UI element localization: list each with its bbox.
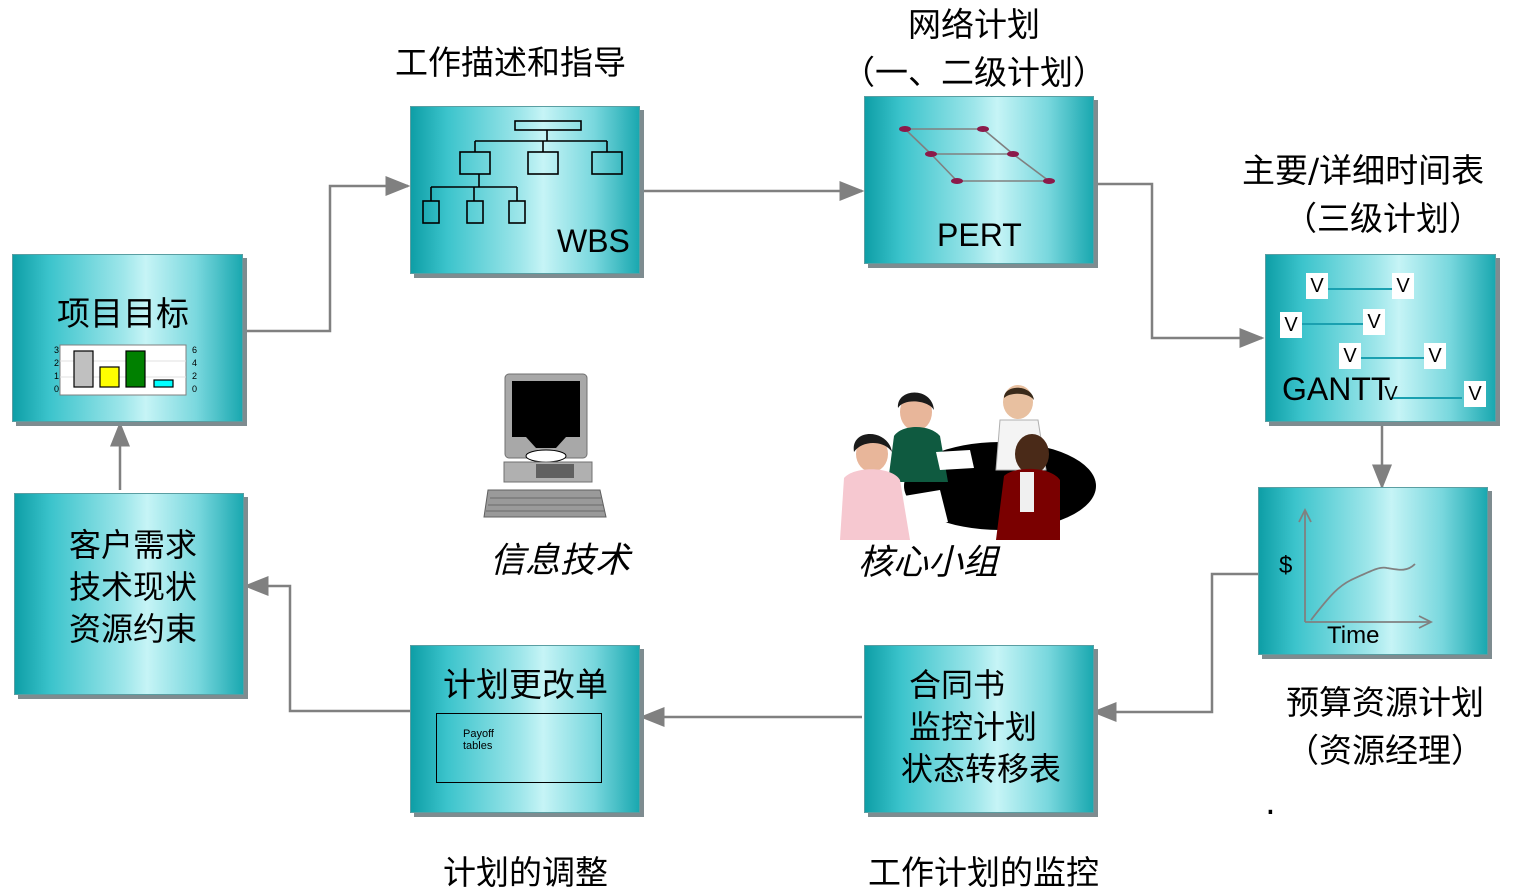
monitor-line: 监控计划 bbox=[909, 708, 1038, 746]
goal-left-axis: 3 2 1 0 bbox=[54, 344, 59, 396]
goal-right-tick: 6 bbox=[192, 345, 198, 355]
payoff-line: Payoff bbox=[463, 728, 494, 740]
monitor-line: 合同书 bbox=[909, 666, 1006, 704]
gantt-marker: V bbox=[1339, 343, 1361, 369]
goal-title: 项目目标 bbox=[57, 294, 189, 333]
dot-mark: . bbox=[1265, 783, 1276, 823]
inputs-line: 资源约束 bbox=[69, 610, 198, 648]
payoff-line: tables bbox=[463, 740, 493, 752]
wbs-heading: 工作描述和指导 bbox=[395, 43, 626, 82]
monitor-text: 合同书 监控计划 状态转移表 bbox=[901, 664, 1061, 790]
pert-heading-line2: （一、二级计划） bbox=[842, 53, 1106, 92]
budget-box: $ Time bbox=[1258, 487, 1488, 655]
gantt-label: GANTT bbox=[1282, 371, 1391, 407]
wbs-label: WBS bbox=[557, 223, 630, 259]
goal-right-tick: 0 bbox=[192, 384, 198, 394]
gantt-box: V V V V V V GANTT V V bbox=[1265, 254, 1496, 422]
goal-left-tick: 2 bbox=[54, 358, 60, 368]
gantt-marker: V bbox=[1306, 273, 1328, 299]
pert-network-icon bbox=[899, 126, 1055, 184]
change-caption: 计划的调整 bbox=[443, 853, 608, 892]
pert-box: PERT bbox=[864, 96, 1094, 264]
goal-left-tick: 3 bbox=[54, 345, 60, 355]
inputs-box: 客户需求 技术现状 资源约束 bbox=[14, 493, 244, 695]
inputs-line: 客户需求 bbox=[69, 526, 198, 564]
pert-heading-line1: 网络计划 bbox=[908, 5, 1040, 44]
goal-right-tick: 4 bbox=[192, 358, 198, 368]
inputs-line: 技术现状 bbox=[69, 568, 198, 606]
wbs-tree-icon bbox=[422, 120, 623, 224]
monitor-box: 合同书 监控计划 状态转移表 bbox=[864, 645, 1094, 813]
monitor-caption: 工作计划的监控 bbox=[868, 853, 1099, 892]
arrow-pert-to-gantt bbox=[1095, 182, 1265, 348]
gantt-marker: V bbox=[1280, 312, 1302, 338]
arrow-budget-to-monitor bbox=[1091, 572, 1258, 722]
goal-right-axis: 6 4 2 0 bbox=[192, 344, 197, 396]
gantt-heading-line1: 主要/详细时间表 bbox=[1242, 151, 1485, 190]
arrow-goal-to-wbs bbox=[243, 176, 411, 333]
gantt-marker: V bbox=[1384, 383, 1398, 405]
change-title: 计划更改单 bbox=[443, 665, 608, 704]
budget-caption-line2: （资源经理） bbox=[1286, 731, 1484, 770]
gantt-marker: V bbox=[1363, 309, 1385, 335]
inputs-text: 客户需求 技术现状 资源约束 bbox=[69, 524, 197, 650]
gantt-heading-line2: （三级计划） bbox=[1284, 199, 1482, 238]
gantt-marker: V bbox=[1392, 273, 1414, 299]
goal-bar-chart-icon bbox=[59, 344, 187, 396]
monitor-line: 状态转移表 bbox=[901, 750, 1062, 788]
goal-left-tick: 0 bbox=[54, 384, 60, 394]
gantt-bars-icon bbox=[1300, 288, 1462, 399]
arrow-change-to-inputs bbox=[243, 576, 410, 713]
budget-y-label: $ bbox=[1279, 552, 1293, 579]
wbs-box: WBS bbox=[410, 106, 640, 274]
budget-caption-line1: 预算资源计划 bbox=[1286, 683, 1484, 722]
goal-left-tick: 1 bbox=[54, 371, 60, 381]
goal-right-tick: 2 bbox=[192, 371, 198, 381]
goal-box: 项目目标 3 2 1 0 6 4 2 0 bbox=[12, 254, 243, 422]
it-label: 信息技术 bbox=[490, 541, 631, 581]
team-label: 核心小组 bbox=[858, 543, 999, 583]
gantt-marker: V bbox=[1424, 343, 1446, 369]
payoff-table-frame: Payoff tables bbox=[436, 713, 602, 783]
budget-x-label: Time bbox=[1327, 622, 1380, 649]
payoff-label: Payoff tables bbox=[463, 728, 494, 752]
pert-label: PERT bbox=[937, 217, 1022, 253]
gantt-marker: V bbox=[1464, 381, 1486, 407]
budget-curve-icon bbox=[1298, 507, 1434, 629]
change-box: 计划更改单 Payoff tables bbox=[410, 645, 640, 813]
